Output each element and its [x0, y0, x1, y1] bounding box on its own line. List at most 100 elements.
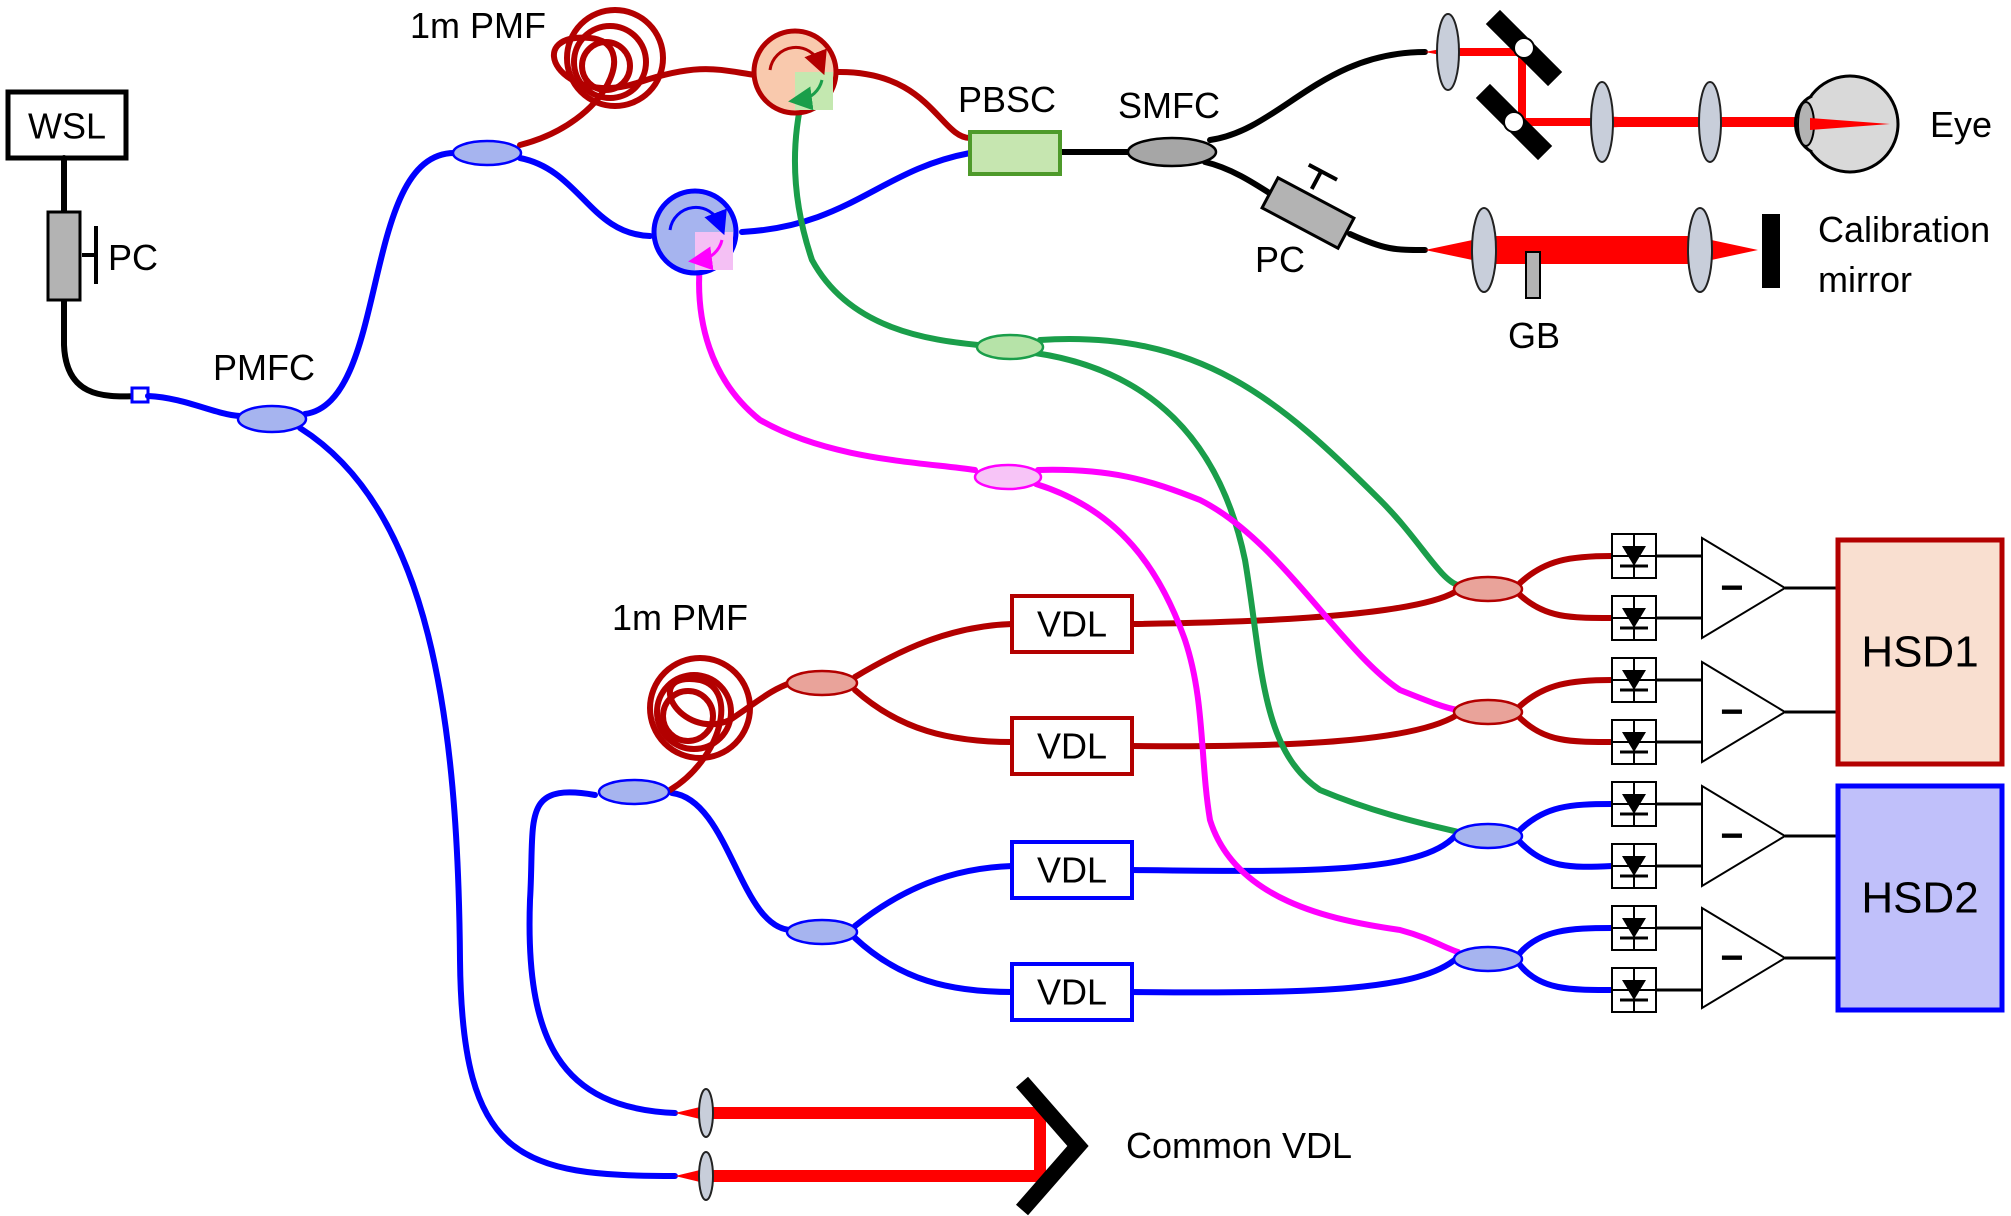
blue-ref-coupler: [785, 918, 859, 946]
vdl-2-label: VDL: [1037, 726, 1107, 767]
det-coupler-3: [1452, 822, 1524, 850]
collimator-lens-eye: [1436, 13, 1460, 91]
fiber-coupler-to-pmf-top: [517, 34, 758, 148]
pmf-top-label: 1m PMF: [410, 5, 546, 46]
fiber-mag-coupler-to-det2: [1035, 466, 1461, 713]
red-ref-coupler: [785, 669, 859, 697]
fiber-det-coupler4-out: [1517, 925, 1615, 993]
diff-amplifier-2: −: [1701, 660, 1787, 764]
fiber-red-circulator-to-pbsc: [833, 68, 973, 141]
common-vdl-lens-1: [698, 1088, 714, 1138]
common-vdl-label: Common VDL: [1126, 1125, 1352, 1166]
pmfc-coupler: [236, 404, 308, 434]
galvo-mirror-1: [1485, 9, 1563, 87]
eye-icon: [1794, 74, 1900, 174]
hsd1-box: HSD1: [1835, 537, 2005, 767]
fiber-vdl1-to-coupler: [1129, 589, 1458, 627]
fiber-blue-circulator-to-pbsc: [739, 150, 973, 235]
amp-3-minus: −: [1720, 814, 1743, 858]
smfc-label: SMFC: [1118, 85, 1220, 126]
ref-split-coupler: [597, 778, 671, 806]
fiber-vdl2-to-coupler: [1129, 712, 1460, 750]
photodetector-4: [1610, 718, 1658, 766]
glass-block: [1525, 251, 1541, 299]
fiber-ref-branch: [526, 789, 678, 1116]
green-coupler: [975, 333, 1045, 361]
vdl-4-label: VDL: [1037, 972, 1107, 1013]
hsd1-label: HSD1: [1861, 628, 1978, 677]
hsd2-label: HSD2: [1861, 874, 1978, 923]
source-split-coupler: [451, 139, 523, 167]
smfc-coupler: [1126, 136, 1218, 168]
calibration-label-line1: Calibration: [1818, 209, 1990, 250]
fiber-source: [61, 155, 141, 400]
vdl-box-4: VDL: [1010, 962, 1134, 1022]
fiber-vdl3-to-coupler: [1129, 833, 1458, 874]
fiber-red-split-to-vdl2: [852, 687, 1015, 745]
vdl-1-label: VDL: [1037, 604, 1107, 645]
vdl-box-2: VDL: [1010, 716, 1134, 776]
fiber-blue-circulator-to-mag-coupler: [696, 259, 978, 473]
polarization-controller-cal: [1260, 162, 1356, 251]
eye-label: Eye: [1930, 104, 1992, 145]
relay-lens-1: [1590, 81, 1614, 163]
common-vdl-lens-2: [698, 1151, 714, 1201]
vdl-box-1: VDL: [1010, 594, 1134, 654]
fiber-mag-coupler-to-det4: [1033, 481, 1461, 955]
amp-1-minus: −: [1720, 566, 1743, 610]
fiber-vdl4-to-coupler: [1129, 955, 1460, 996]
pmf-coil-top: [564, 7, 666, 109]
fiber-green-coupler-to-det1: [1037, 336, 1461, 588]
pmfc-label: PMFC: [213, 347, 315, 388]
diff-amplifier-4: −: [1701, 906, 1787, 1010]
common-vdl-beam: [675, 1107, 1046, 1182]
fiber-det-coupler2-out: [1517, 677, 1615, 745]
magenta-coupler: [973, 463, 1043, 491]
photodetector-3: [1610, 656, 1658, 704]
collimator-lens-cal: [1471, 207, 1497, 293]
calibration-arm-beam: [1425, 236, 1758, 264]
diff-amplifier-1: −: [1701, 536, 1787, 640]
pc-source-label: PC: [108, 237, 158, 278]
polarization-controller-source: [46, 210, 98, 302]
det-coupler-2: [1452, 698, 1524, 726]
fiber-det-coupler3-out: [1517, 801, 1615, 870]
fiber-connector-to-pmfc: [145, 393, 251, 420]
photodetector-1: [1610, 532, 1658, 580]
pbsc-box: [968, 130, 1062, 176]
gb-label: GB: [1508, 315, 1560, 356]
det-coupler-1: [1452, 575, 1524, 603]
wsl-box: WSL: [5, 89, 129, 161]
circulator-blue: [651, 188, 739, 276]
fiber-pmfc-to-top-coupler: [302, 149, 458, 417]
photodetector-6: [1610, 842, 1658, 890]
relay-lens-2: [1698, 81, 1722, 163]
fiber-blue-split-to-vdl4: [852, 935, 1015, 995]
diff-amplifier-3: −: [1701, 784, 1787, 888]
calibration-mirror: [1762, 214, 1780, 288]
fiber-red-split-to-vdl1: [852, 621, 1015, 680]
photodetector-5: [1610, 780, 1658, 828]
vdl-box-3: VDL: [1010, 840, 1134, 900]
circulator-red: [751, 28, 839, 116]
pbsc-label: PBSC: [958, 79, 1056, 120]
pmf-coil-bottom: [647, 655, 753, 761]
amp-2-minus: −: [1720, 690, 1743, 734]
fiber-det-coupler1-out: [1517, 553, 1615, 621]
fiber-coupler-to-blue-circulator: [517, 155, 653, 239]
fiber-green-coupler-to-det3: [1032, 350, 1461, 835]
detector-bank: [1656, 554, 1838, 992]
fiber-ref-to-pmf-bottom: [667, 676, 796, 793]
vdl-3-label: VDL: [1037, 850, 1107, 891]
focusing-lens-cal: [1687, 207, 1713, 293]
pc-cal-label: PC: [1255, 239, 1305, 280]
fiber-blue-split-to-vdl3: [852, 863, 1015, 929]
retroreflector: [1015, 1076, 1089, 1216]
hsd2-box: HSD2: [1835, 783, 2005, 1013]
det-coupler-4: [1452, 945, 1524, 973]
photodetector-7: [1610, 904, 1658, 952]
fiber-smfc-to-eye-arm: [1207, 49, 1428, 143]
photodetector-2: [1610, 594, 1658, 642]
fiber-ref-to-blue-split: [669, 790, 795, 933]
